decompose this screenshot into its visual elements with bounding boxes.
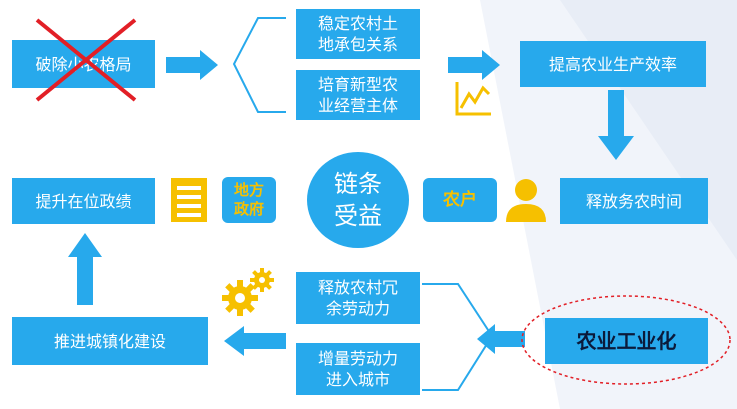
increase-labor-to-city-label: 增量劳动力 进入城市 (317, 349, 398, 389)
arrow-down-1 (598, 90, 634, 160)
stable-land-contract-label: 稳定农村土 地承包关系 (317, 14, 398, 54)
raise-efficiency-label: 提高农业生产效率 (548, 54, 677, 74)
release-surplus-labor-label: 释放农村冗 余劳动力 (317, 278, 398, 318)
promote-performance-box: 提升在位政绩 (12, 178, 155, 224)
free-farming-time-label: 释放务农时间 (585, 191, 682, 211)
agricultural-industrialization-label: 农业工业化 (576, 328, 677, 353)
farmer-label: 农户 (443, 189, 477, 210)
highlight-ellipse (521, 295, 731, 385)
agricultural-industrialization-box: 农业工业化 (545, 318, 708, 364)
local-government-box: 地方 政府 (222, 177, 276, 223)
promote-performance-label: 提升在位政绩 (35, 191, 132, 211)
document-list-icon (171, 178, 207, 222)
arrow-right-1 (166, 50, 218, 80)
chain-benefit-circle: 链条 受益 (307, 152, 409, 248)
cross-out-icon (35, 18, 137, 102)
urbanization-box: 推进城镇化建设 (12, 317, 208, 365)
free-farming-time-box: 释放务农时间 (560, 178, 708, 224)
chain-benefit-label: 链条 受益 (334, 170, 382, 230)
rising-chart-icon (455, 82, 491, 116)
farmer-box: 农户 (423, 178, 497, 222)
release-surplus-labor-box: 释放农村冗 余劳动力 (296, 272, 420, 324)
increase-labor-to-city-box: 增量劳动力 进入城市 (296, 343, 420, 395)
arrow-left-2 (477, 324, 525, 354)
arrow-right-2 (448, 50, 500, 80)
branch-brace-1 (232, 17, 286, 113)
arrow-up-1 (68, 233, 102, 305)
raise-efficiency-box: 提高农业生产效率 (520, 41, 706, 87)
gears-icon (222, 268, 274, 316)
arrow-left-1 (224, 326, 286, 356)
person-icon (506, 179, 546, 222)
cultivate-new-entities-box: 培育新型农 业经营主体 (296, 70, 420, 120)
urbanization-label: 推进城镇化建设 (53, 331, 166, 351)
local-government-label: 地方 政府 (233, 181, 264, 218)
stable-land-contract-box: 稳定农村土 地承包关系 (296, 9, 420, 59)
cultivate-new-entities-label: 培育新型农 业经营主体 (317, 75, 398, 115)
